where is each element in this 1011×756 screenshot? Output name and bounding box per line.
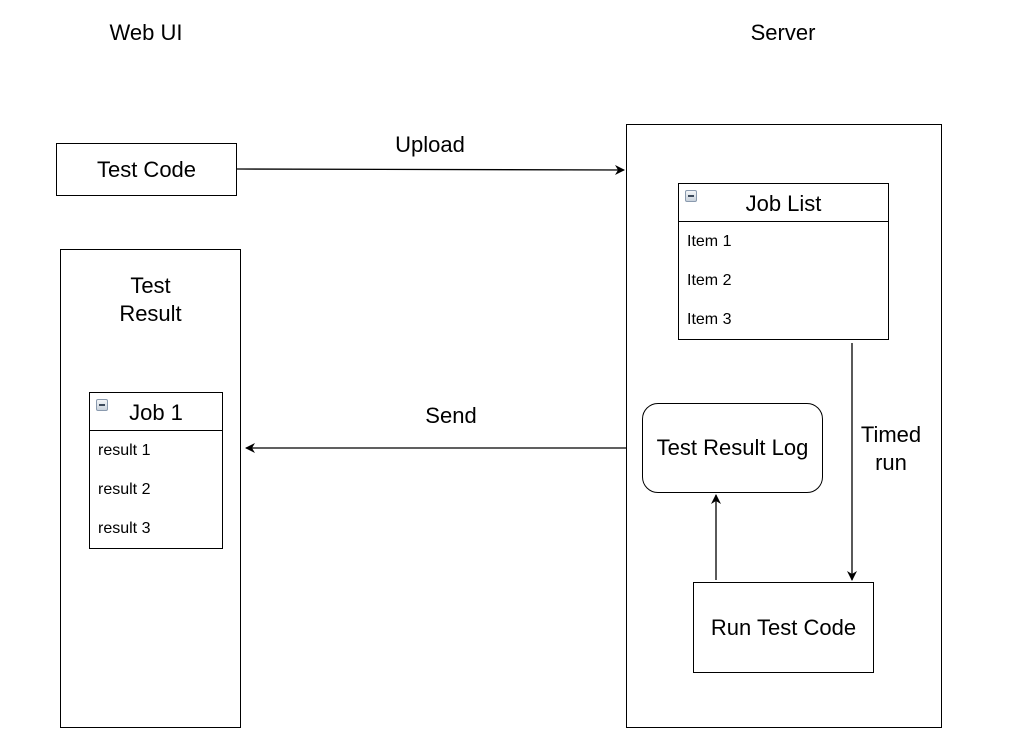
web-ui-heading: Web UI — [109, 20, 183, 45]
test-result-log-label: Test Result Log — [656, 435, 809, 460]
collapse-icon[interactable] — [685, 190, 697, 202]
upload-label: Upload — [395, 132, 465, 157]
test-code-label: Test Code — [96, 156, 197, 182]
list-item[interactable]: Item 3 — [687, 311, 732, 328]
test-result-log-node[interactable]: Test Result Log — [642, 403, 823, 493]
list-item[interactable]: result 3 — [98, 520, 151, 537]
job-list-title: Job List — [745, 191, 822, 216]
job-card-title: Job 1 — [129, 400, 183, 425]
upload-arrow — [236, 164, 625, 175]
run-test-code-label: Run Test Code — [710, 614, 857, 640]
list-item[interactable]: Item 2 — [687, 272, 732, 289]
collapse-icon[interactable] — [96, 399, 108, 411]
run-test-code-node[interactable]: Run Test Code — [693, 582, 874, 673]
list-item[interactable]: result 2 — [98, 481, 151, 498]
send-label: Send — [425, 403, 477, 428]
test-code-node[interactable]: Test Code — [56, 143, 237, 196]
test-result-title: Test Result — [61, 272, 240, 328]
timed-run-label-line2: run — [875, 450, 907, 475]
timed-run-label: Timed run — [848, 421, 934, 477]
job-list-header: Job List — [679, 184, 888, 222]
server-heading: Server — [750, 20, 816, 45]
job-card-header: Job 1 — [90, 393, 222, 431]
test-result-title-line1: Test — [130, 273, 171, 298]
job-card[interactable]: Job 1 result 1 result 2 result 3 — [89, 392, 223, 549]
job-list-card[interactable]: Job List Item 1 Item 2 Item 3 — [678, 183, 889, 340]
test-result-title-line2: Result — [119, 301, 182, 326]
timed-run-label-line1: Timed — [860, 422, 922, 447]
list-item[interactable]: Item 1 — [687, 233, 732, 250]
list-item[interactable]: result 1 — [98, 442, 151, 459]
